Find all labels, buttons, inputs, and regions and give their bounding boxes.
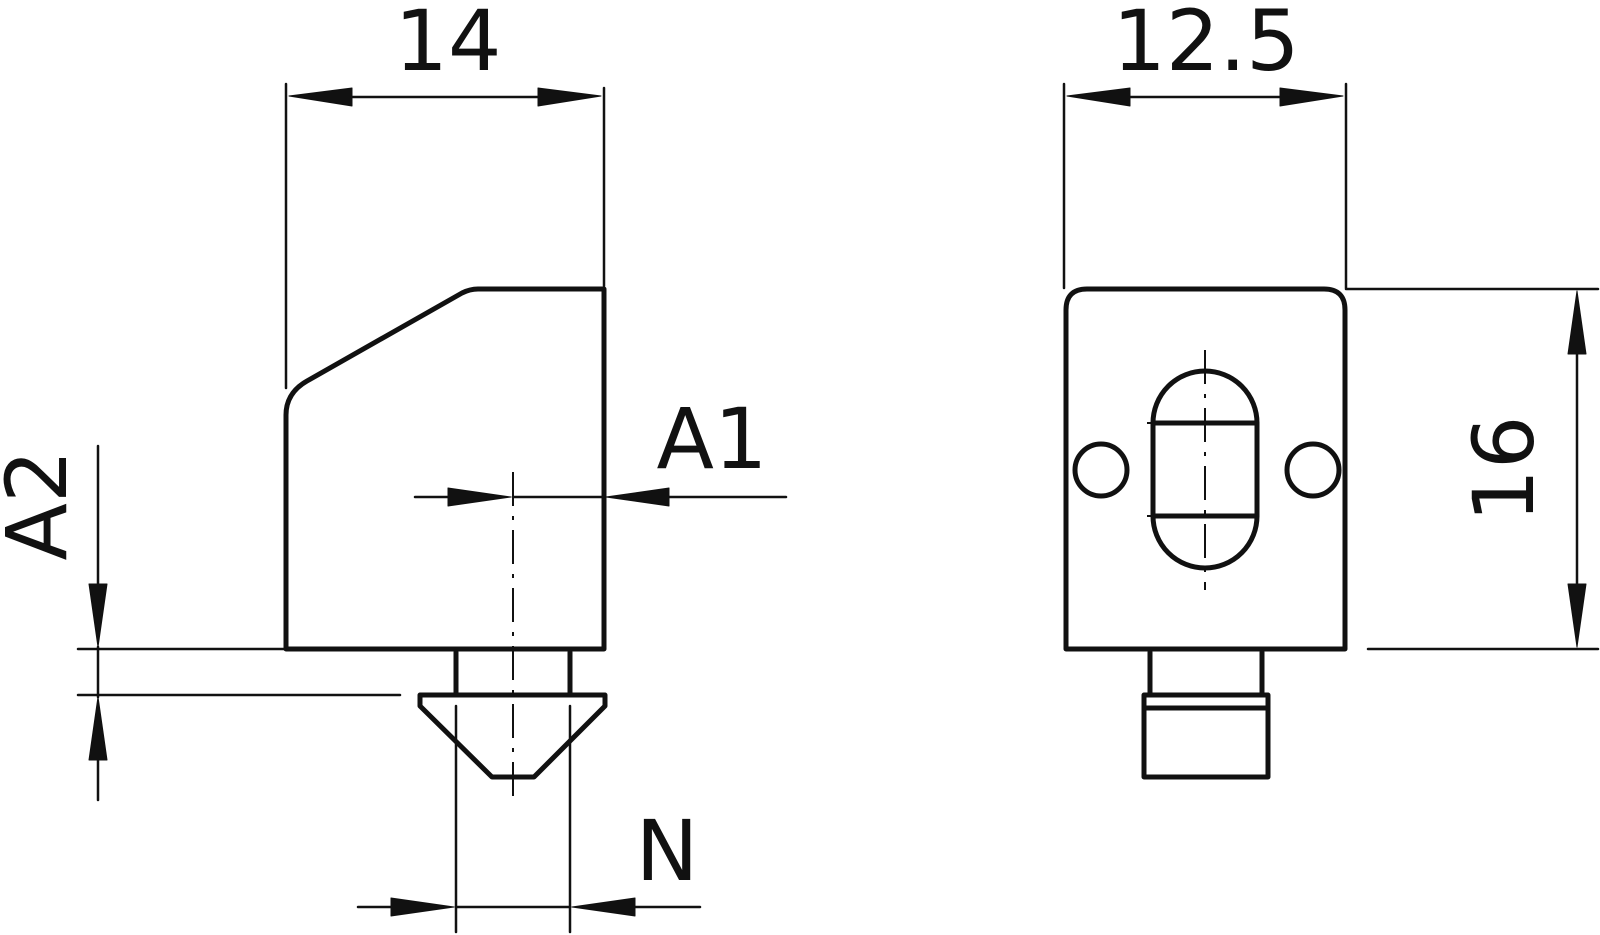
arrow-16-top: [1567, 290, 1587, 355]
sensing-head: [417, 692, 608, 780]
dim-label-a2: A2: [0, 450, 86, 561]
arrow-125-left: [1066, 87, 1131, 107]
dim-width-12-5: 12.5: [1062, 0, 1348, 290]
side-body-outline: [283, 286, 607, 652]
mounting-hole-left: [1072, 441, 1130, 499]
dim-width-14: 14: [284, 0, 606, 390]
front-body-outline: [1063, 286, 1348, 652]
arrow-right: [537, 87, 602, 107]
dim-label-a1: A1: [657, 390, 768, 488]
side-view: 14 A1 A2: [0, 0, 788, 934]
dim-a2: A2: [0, 444, 402, 802]
arrow-a1-right: [605, 487, 670, 507]
dim-label-n: N: [636, 802, 699, 900]
arrow-n-left: [390, 897, 455, 917]
front-head: [1141, 692, 1271, 780]
front-view: 12.5 16: [1062, 0, 1600, 780]
arrow-a1-left: [447, 487, 512, 507]
arrow-16-bottom: [1567, 583, 1587, 648]
dim-label-14: 14: [395, 0, 502, 90]
arrow-a2-top: [88, 583, 108, 648]
arrow-a2-bottom: [88, 696, 108, 761]
arrow-left: [288, 87, 353, 107]
dim-label-12-5: 12.5: [1112, 0, 1299, 90]
mounting-hole-right: [1284, 441, 1342, 499]
arrow-n-right: [571, 897, 636, 917]
dim-height-16: 16: [1344, 287, 1600, 651]
dim-a1: A1: [413, 390, 788, 507]
arrow-125-right: [1279, 87, 1344, 107]
dim-n: N: [356, 704, 702, 934]
dim-label-16: 16: [1455, 416, 1553, 523]
